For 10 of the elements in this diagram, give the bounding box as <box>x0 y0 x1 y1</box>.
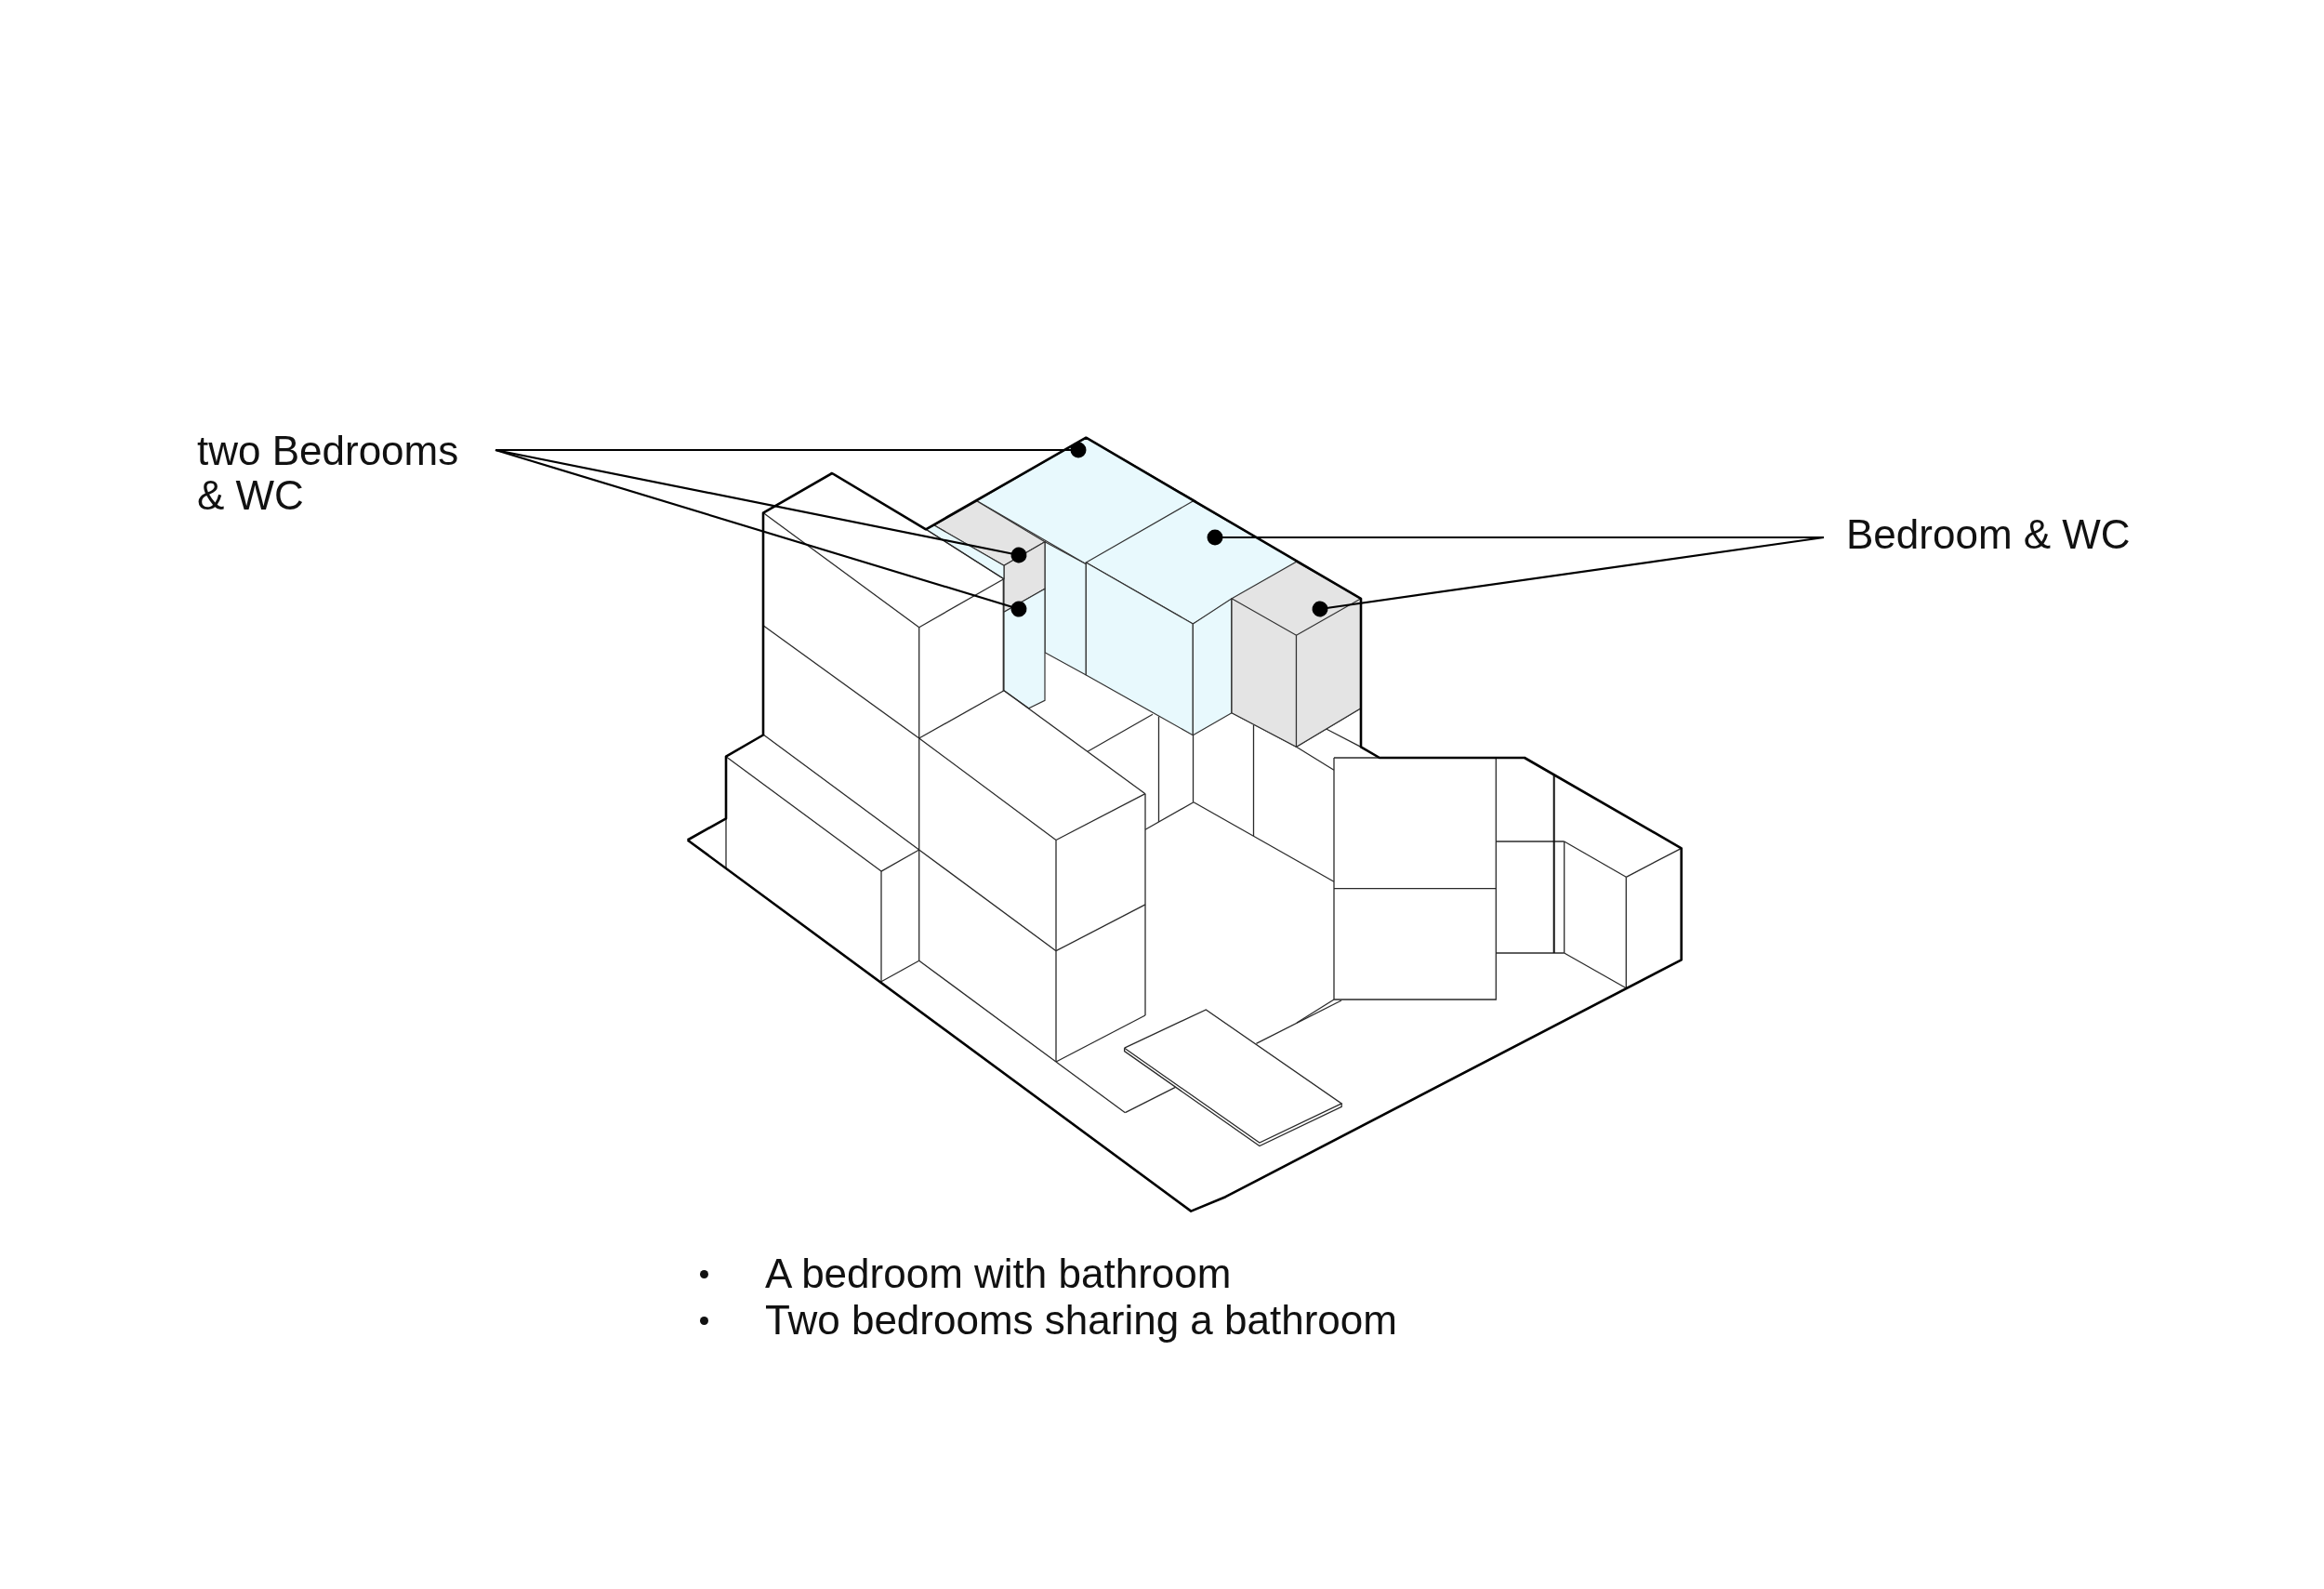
leader-line <box>1312 536 1825 617</box>
leader-line <box>495 448 1027 617</box>
list-item-text: A bedroom with bathroom <box>765 1251 1232 1297</box>
leader-line <box>495 442 1087 458</box>
room-block <box>1231 561 1362 748</box>
callout-label: two Bedrooms & WC <box>197 429 495 518</box>
callout-label: Bedroom & WC <box>1824 512 2131 557</box>
leader-line <box>495 448 1027 563</box>
room-block <box>925 524 1046 709</box>
list-item-text: Two bedrooms sharing a bathroom <box>765 1297 1397 1344</box>
